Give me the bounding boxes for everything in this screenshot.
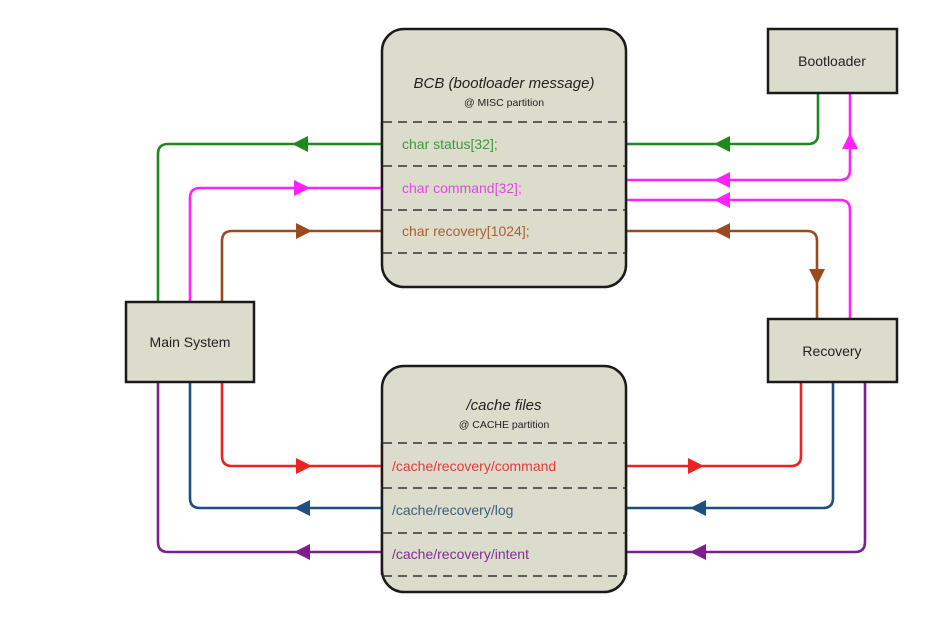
- cache-block: /cache files @ CACHE partition /cache/re…: [380, 364, 628, 594]
- edge-cache-intent-to-main: [156, 382, 382, 554]
- edge-cache-command-to-recovery: [626, 382, 803, 468]
- bootloader-label: Bootloader: [798, 53, 866, 69]
- arrowhead-cache-log-left-2: [690, 500, 706, 516]
- cache-box: [380, 364, 628, 594]
- edge-cache-log-to-main: [188, 382, 382, 510]
- recovery-box: [766, 317, 899, 384]
- recovery-label: Recovery: [802, 343, 861, 359]
- bcb-box: [380, 27, 628, 289]
- arrowhead-recovery-field-left: [714, 223, 730, 239]
- edge-recovery-to-cache-intent: [626, 382, 867, 554]
- edge-main-to-recovery-field: [220, 229, 382, 302]
- arrowhead-command-left-1: [714, 172, 730, 188]
- arrowhead-cache-command-right-1: [296, 458, 312, 474]
- main-system-label: Main System: [150, 334, 231, 350]
- edge-recovery-to-command: [626, 198, 852, 319]
- cache-title: /cache files: [465, 397, 542, 414]
- bcb-title: BCB (bootloader message): [414, 75, 595, 92]
- arrowhead-command-left-2: [714, 192, 730, 208]
- arrowhead-status-left: [292, 136, 308, 152]
- cache-field-intent: /cache/recovery/intent: [392, 546, 529, 562]
- connector-lines: [156, 93, 867, 554]
- bcb-block: BCB (bootloader message) @ MISC partitio…: [380, 27, 628, 289]
- arrowhead-cache-command-right-2: [688, 458, 704, 474]
- recovery-node: Recovery: [766, 317, 899, 384]
- arrowhead-recovery-field-down: [809, 269, 825, 285]
- arrowhead-status-right-side: [714, 136, 730, 152]
- bcb-subtitle: @ MISC partition: [464, 97, 544, 109]
- bcb-field-recovery: char recovery[1024];: [402, 223, 530, 239]
- arrowhead-recovery-field-right: [296, 223, 312, 239]
- edge-main-to-command: [188, 186, 382, 302]
- arrowhead-cache-intent-left-1: [294, 544, 310, 560]
- edge-status-to-main: [156, 142, 382, 302]
- main-system-node: Main System: [124, 300, 256, 384]
- bcb-field-status: char status[32];: [402, 136, 498, 152]
- arrowhead-command-right: [294, 180, 310, 196]
- edge-bootloader-to-status: [626, 93, 820, 146]
- edge-recovery-field-recovery: [626, 229, 819, 319]
- arrowhead-cache-intent-left-2: [690, 544, 706, 560]
- main-system-box: [124, 300, 256, 384]
- edge-recovery-to-cache-log: [626, 382, 835, 510]
- bcb-field-command: char command[32];: [402, 180, 522, 196]
- cache-subtitle: @ CACHE partition: [459, 419, 550, 431]
- arrowhead-command-up: [842, 133, 858, 149]
- bootloader-node: Bootloader: [766, 27, 899, 95]
- arrowhead-cache-log-left-1: [294, 500, 310, 516]
- bootloader-box: [766, 27, 899, 95]
- cache-field-log: /cache/recovery/log: [392, 502, 513, 518]
- edge-command-to-bootloader: [626, 93, 852, 182]
- edge-main-to-cache-command: [220, 382, 382, 468]
- cache-field-command: /cache/recovery/command: [392, 458, 556, 474]
